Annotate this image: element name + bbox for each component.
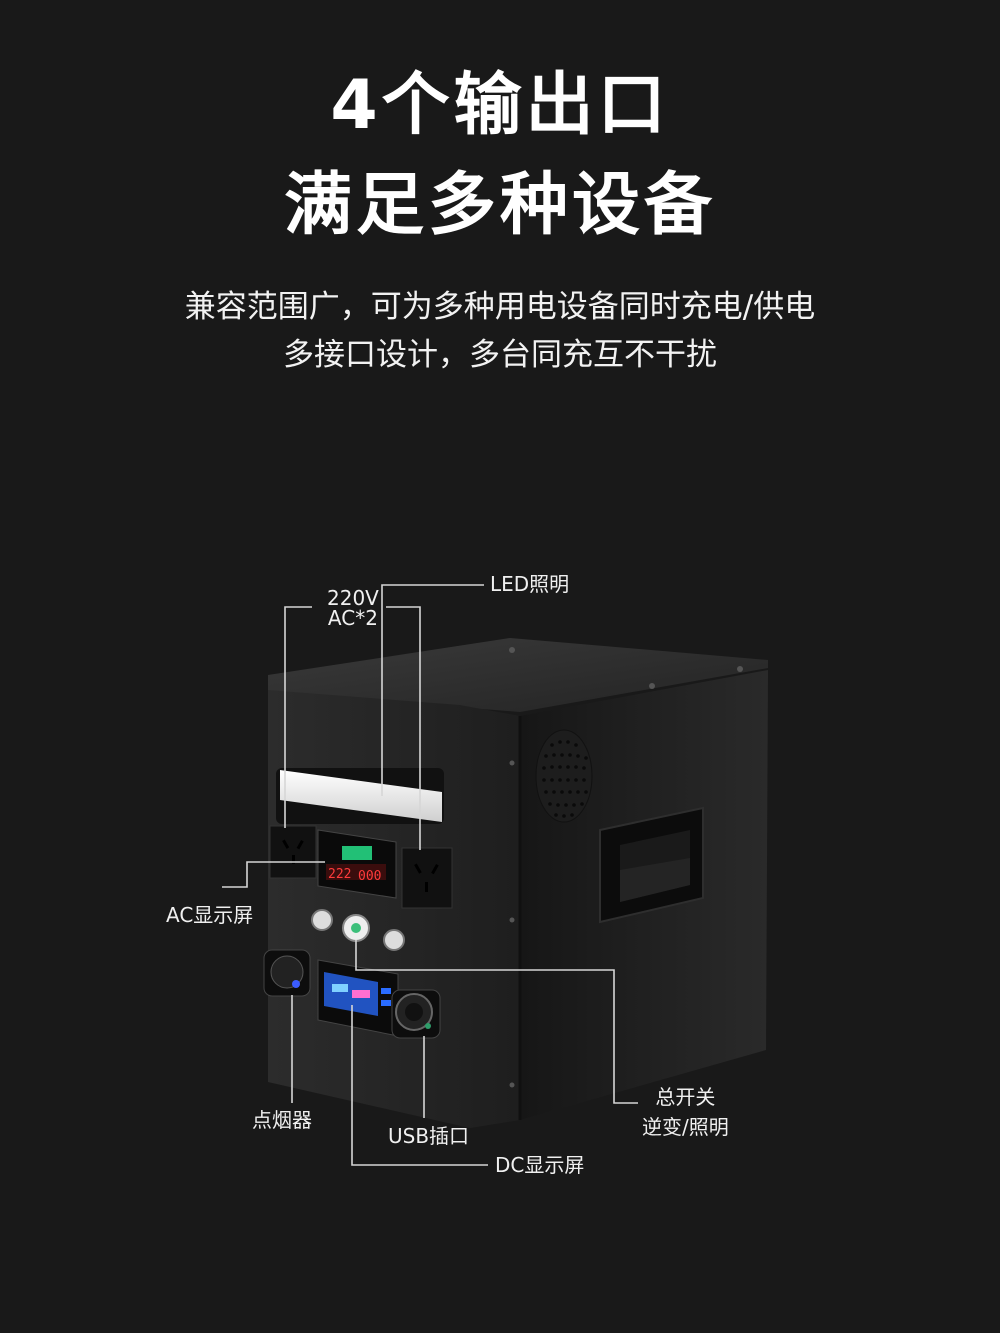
subtitle-line-2: 多接口设计，多台同充互不干扰 xyxy=(283,337,717,373)
callout-cigarette-lighter: 点烟器 xyxy=(252,1108,312,1132)
callout-ac-display: AC显示屏 xyxy=(166,903,254,927)
led-light-bar xyxy=(276,768,444,824)
callout-dc-display: DC显示屏 xyxy=(495,1153,585,1177)
ac-outlet-left xyxy=(269,825,317,879)
svg-text:000: 000 xyxy=(358,869,381,884)
device-front xyxy=(268,690,520,1128)
callout-usb-port: USB插口 xyxy=(388,1124,470,1148)
ac-display-panel: 222 000 xyxy=(317,829,397,899)
leader-lines xyxy=(222,584,638,1166)
device-top xyxy=(268,638,768,712)
callout-main-switch-line-2: 逆变/照明 xyxy=(642,1115,729,1139)
callout-led-light: LED照明 xyxy=(490,572,570,596)
usb-socket xyxy=(391,989,441,1039)
speaker-grille xyxy=(535,729,593,823)
callout-ac-outlets-line-1: 220V xyxy=(327,586,379,610)
side-handle xyxy=(599,806,704,924)
cigarette-lighter-socket xyxy=(263,949,311,997)
dc-display-panel xyxy=(317,959,399,1037)
svg-text:222: 222 xyxy=(328,867,351,882)
callout-ac-outlets-line-2: AC*2 xyxy=(327,606,378,630)
subtitle-line-1: 兼容范围广，可为多种用电设备同时充电/供电 xyxy=(184,289,816,325)
ac-outlet-right xyxy=(401,847,453,909)
callout-main-switch-line-1: 总开关 xyxy=(655,1085,716,1109)
headline-line-1: 4个输出口 xyxy=(330,66,670,145)
headline-line-2: 满足多种设备 xyxy=(283,166,716,245)
